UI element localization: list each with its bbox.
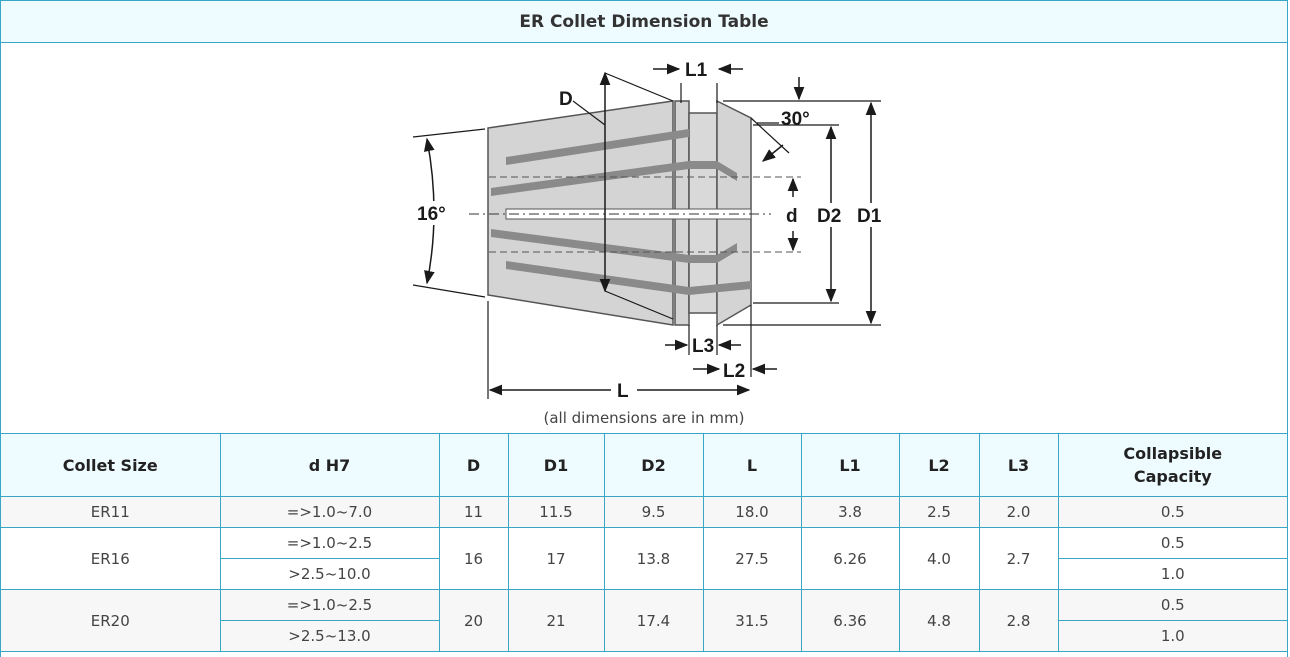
table-row: >2.5~10.0 1.0 <box>1 558 1287 590</box>
label-D1: D1 <box>857 206 882 227</box>
label-L2: L2 <box>723 361 745 382</box>
cell-L2: 4.0 <box>898 527 980 590</box>
cell-L3: 2.7 <box>978 527 1059 590</box>
label-D2: D2 <box>817 206 841 227</box>
table-title: ER Collet Dimension Table <box>1 1 1287 43</box>
cell-d-h7: >2.5~13.0 <box>220 620 440 652</box>
header-D1: D1 <box>507 434 605 497</box>
label-d: d <box>786 206 798 227</box>
collet-diagram: D L1 30° D1 D2 <box>412 60 889 402</box>
header-row: Collet Size d H7 D D1 D2 L L1 L2 L3 Coll… <box>1 434 1287 497</box>
label-L3: L3 <box>692 336 714 357</box>
cell-capacity: 0.5 <box>1057 589 1287 621</box>
cell-capacity: 0.5 <box>1057 496 1287 528</box>
cell-collet-size: ER20 <box>1 589 221 652</box>
header-D: D <box>438 434 509 497</box>
label-30-degrees: 30° <box>781 109 810 130</box>
header-L2: L2 <box>898 434 980 497</box>
table-row: ER16 =>1.0~2.5 16 17 13.8 27.5 6.26 4.0 … <box>1 527 1287 590</box>
diagram-caption: (all dimensions are in mm) <box>543 409 745 427</box>
cell-L2: 4.8 <box>898 589 980 652</box>
header-D2: D2 <box>603 434 704 497</box>
cell-D2: 17.4 <box>603 589 704 652</box>
label-16-degrees: 16° <box>417 204 446 225</box>
cell-collet-size: ER11 <box>1 496 221 528</box>
cell-capacity: 1.0 <box>1057 620 1287 652</box>
header-collet-size: Collet Size <box>1 434 221 497</box>
cell-D2: 13.8 <box>603 527 704 590</box>
collet-body <box>469 99 801 327</box>
cell-D2: 9.5 <box>603 496 704 528</box>
cell-collet-size: ER16 <box>1 527 221 590</box>
cell-L: 18.0 <box>702 496 802 528</box>
cell-D1: 17 <box>507 527 605 590</box>
cell-L: 31.5 <box>702 589 802 652</box>
dimension-table: Collet Size d H7 D D1 D2 L L1 L2 L3 Coll… <box>1 434 1287 652</box>
cell-L: 27.5 <box>702 527 802 590</box>
cell-D: 20 <box>438 589 509 652</box>
label-L: L <box>617 381 629 402</box>
label-D: D <box>559 89 573 110</box>
cell-L2: 2.5 <box>898 496 980 528</box>
cell-D1: 11.5 <box>507 496 605 528</box>
cell-d-h7: =>1.0~7.0 <box>219 496 440 528</box>
header-L1: L1 <box>800 434 900 497</box>
cell-D: 11 <box>438 496 509 528</box>
cell-d-h7: =>1.0~2.5 <box>219 589 440 621</box>
cell-L1: 3.8 <box>800 496 900 528</box>
header-collapsible-capacity: Collapsible Capacity <box>1057 434 1287 497</box>
cell-L3: 2.0 <box>978 496 1059 528</box>
cell-L1: 6.36 <box>800 589 900 652</box>
cell-d-h7: =>1.0~2.5 <box>219 527 440 559</box>
table-row: >2.5~13.0 1.0 <box>1 620 1287 652</box>
cell-L1: 6.26 <box>800 527 900 590</box>
table-row: ER20 =>1.0~2.5 20 21 17.4 31.5 6.36 4.8 … <box>1 589 1287 652</box>
header-L3: L3 <box>978 434 1059 497</box>
cell-D1: 21 <box>507 589 605 652</box>
cell-capacity: 1.0 <box>1057 558 1287 590</box>
collet-diagram-area: D L1 30° D1 D2 <box>1 43 1287 434</box>
cell-capacity: 0.5 <box>1057 527 1287 559</box>
cell-L3: 2.8 <box>978 589 1059 652</box>
header-L: L <box>702 434 802 497</box>
cell-D: 16 <box>438 527 509 590</box>
label-L1: L1 <box>685 60 708 81</box>
table-row: ER11 =>1.0~7.0 11 11.5 9.5 18.0 3.8 2.5 … <box>1 496 1287 528</box>
header-d-h7: d H7 <box>219 434 440 497</box>
cell-d-h7: >2.5~10.0 <box>220 558 440 590</box>
